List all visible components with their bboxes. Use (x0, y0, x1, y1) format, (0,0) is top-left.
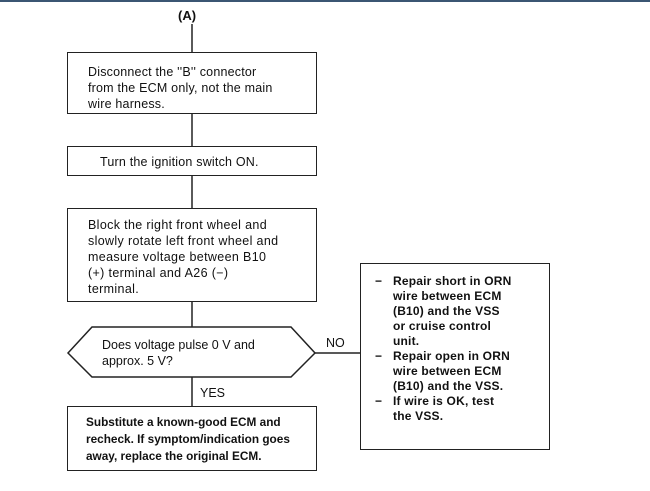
repair-item-text: If wire is OK, test the VSS. (393, 394, 495, 423)
step-measure-box: Block the right front wheel and slowly r… (67, 208, 317, 302)
start-reference-label: (A) (178, 8, 197, 23)
repair-item: − Repair open in ORN wire between ECM (B… (371, 349, 549, 394)
decision-diamond (66, 326, 317, 378)
repair-list: − Repair short in ORN wire between ECM (… (371, 274, 549, 424)
step-disconnect-box: Disconnect the ''B'' connector from the … (67, 52, 317, 114)
bullet-dash: − (375, 394, 383, 408)
bullet-dash: − (375, 274, 383, 288)
no-result-box: − Repair short in ORN wire between ECM (… (360, 263, 550, 450)
repair-item: − If wire is OK, test the VSS. (371, 394, 549, 424)
decision-text: Does voltage pulse 0 V and approx. 5 V? (102, 338, 255, 368)
step-ignition-box: Turn the ignition switch ON. (67, 146, 317, 176)
repair-item: − Repair short in ORN wire between ECM (… (371, 274, 549, 349)
step-disconnect-text: Disconnect the ''B'' connector from the … (88, 65, 273, 111)
step-ignition-text: Turn the ignition switch ON. (100, 155, 259, 169)
yes-result-box: Substitute a known-good ECM and recheck.… (67, 406, 317, 471)
no-label: NO (326, 336, 345, 350)
repair-item-text: Repair open in ORN wire between ECM (B10… (393, 349, 510, 393)
bullet-dash: − (375, 349, 383, 363)
top-border (0, 0, 650, 2)
yes-result-text: Substitute a known-good ECM and recheck.… (86, 415, 290, 463)
step-measure-text: Block the right front wheel and slowly r… (88, 218, 279, 296)
repair-item-text: Repair short in ORN wire between ECM (B1… (393, 274, 512, 348)
yes-label: YES (200, 386, 226, 400)
